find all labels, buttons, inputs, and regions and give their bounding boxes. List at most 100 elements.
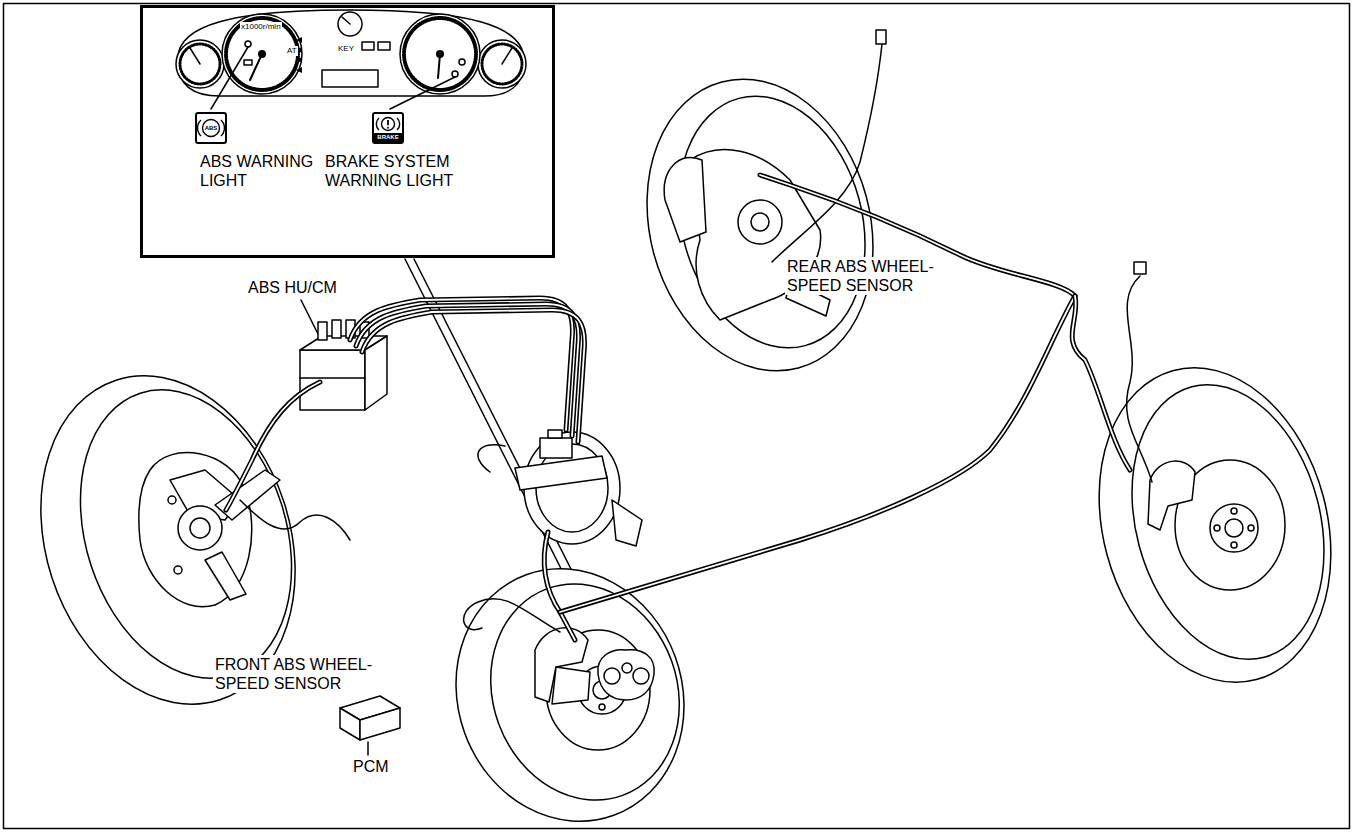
part-label: REAR ABS WHEEL-SPEED SENSOR <box>785 257 959 295</box>
brake-line <box>226 175 1130 640</box>
brake-line <box>560 296 1075 612</box>
sensor-wire <box>876 30 886 44</box>
rear-left-wheel <box>652 75 892 369</box>
abs-hydraulic-unit <box>332 320 341 338</box>
icon-box: ABS <box>195 112 227 144</box>
instrument-cluster <box>190 48 200 64</box>
leader-line <box>301 300 318 334</box>
brake-booster <box>515 456 607 490</box>
brake-line <box>760 175 1075 296</box>
icon-band <box>374 133 402 142</box>
light-label: ABS WARNING LIGHT <box>200 152 325 190</box>
brake-booster <box>612 500 642 546</box>
gauge-text: AT <box>286 46 298 56</box>
instrument-cluster <box>452 71 458 77</box>
instrument-cluster <box>362 42 374 50</box>
rear-left-wheel <box>751 213 769 231</box>
pcm-box <box>340 708 360 740</box>
icon-text: ABS <box>197 114 225 142</box>
sensor-wire <box>240 500 350 540</box>
icon-box: BRAKE <box>372 112 404 144</box>
gauge-text: KEY <box>337 44 355 54</box>
abs-hydraulic-unit <box>300 377 365 379</box>
brake-line <box>226 382 320 510</box>
brake-line <box>1072 296 1130 470</box>
instrument-cluster <box>245 41 251 47</box>
instrument-cluster <box>400 14 480 94</box>
instrument-cluster <box>338 12 362 36</box>
front-left-wheel <box>190 518 210 538</box>
abs-hydraulic-unit <box>318 322 327 340</box>
small-cluster <box>633 668 649 684</box>
part-label: ABS HU/CM <box>246 278 360 297</box>
abs-hydraulic-unit <box>365 336 387 410</box>
instrument-cluster <box>478 40 526 88</box>
front-left-wheel <box>215 470 280 520</box>
instrument-cluster <box>226 18 298 90</box>
leader-line <box>211 47 248 109</box>
sensor-wire <box>1134 262 1146 274</box>
brake-booster <box>478 445 505 472</box>
front-left-wheel <box>139 453 252 607</box>
pcm-box <box>340 696 400 740</box>
warning-icon: ABS ABS WARNING LIGHT <box>195 112 325 190</box>
brake-line <box>560 296 1075 612</box>
front-right-wheel <box>552 667 590 704</box>
rear-right-wheel <box>1214 525 1220 531</box>
instrument-cluster <box>482 44 522 84</box>
instrument-cluster <box>178 10 524 96</box>
front-right-wheel <box>421 536 719 832</box>
brake-line <box>760 175 1075 296</box>
icon-text: BRAKE <box>374 133 402 142</box>
sensor-wire <box>1127 276 1152 482</box>
brake-line <box>362 310 585 442</box>
icon-symbol <box>387 120 389 125</box>
icon-symbol <box>376 118 399 130</box>
instrument-cluster <box>342 17 350 24</box>
brake-line <box>226 382 320 510</box>
icon-symbol <box>387 127 389 129</box>
brake-booster <box>540 438 572 458</box>
rear-left-wheel <box>664 157 706 242</box>
sensor-wire <box>772 44 882 262</box>
rear-left-wheel <box>738 200 782 244</box>
front-right-wheel <box>461 557 709 827</box>
rear-right-wheel <box>1248 525 1254 531</box>
leader-line <box>390 77 455 109</box>
sensor-wire <box>464 599 560 632</box>
brake-booster <box>548 430 562 438</box>
warning-icon: BRAKEBRAKE SYSTEM WARNING LIGHT <box>372 112 465 190</box>
instrument-cluster <box>176 10 526 96</box>
rear-left-wheel <box>615 54 904 397</box>
brake-line <box>544 532 575 640</box>
brake-booster <box>478 430 642 546</box>
leader-line <box>367 742 369 755</box>
rear-right-wheel <box>1065 341 1353 708</box>
part-label: FRONT ABS WHEEL-SPEED SENSOR <box>213 655 389 693</box>
instrument-cluster <box>404 18 476 90</box>
front-left-wheel <box>178 506 222 550</box>
instrument-cluster <box>258 50 266 58</box>
sensor-wire <box>240 30 1152 632</box>
rear-right-wheel <box>1231 542 1237 548</box>
front-left-wheel <box>174 566 182 574</box>
instrument-cluster <box>378 42 390 50</box>
instrument-cluster <box>244 60 252 65</box>
rear-right-wheel <box>1065 341 1353 708</box>
small-cluster <box>622 663 632 673</box>
gauge-text: x1000r/min <box>240 22 282 32</box>
front-right-wheel <box>599 704 605 710</box>
part-label: PCM <box>351 757 405 776</box>
instrument-cluster <box>250 54 262 80</box>
rear-right-wheel <box>1148 461 1195 530</box>
small-cluster <box>598 650 654 700</box>
icon-symbol <box>382 118 395 131</box>
small-cluster <box>598 650 654 700</box>
rear-left-wheel <box>615 54 904 397</box>
rear-right-wheel <box>1210 504 1258 552</box>
light-label: BRAKE SYSTEM WARNING LIGHT <box>325 152 465 190</box>
instrument-cluster <box>459 59 465 65</box>
rear-right-wheel <box>1225 519 1243 537</box>
brake-line <box>1072 296 1130 470</box>
rear-right-wheel <box>1103 363 1353 681</box>
